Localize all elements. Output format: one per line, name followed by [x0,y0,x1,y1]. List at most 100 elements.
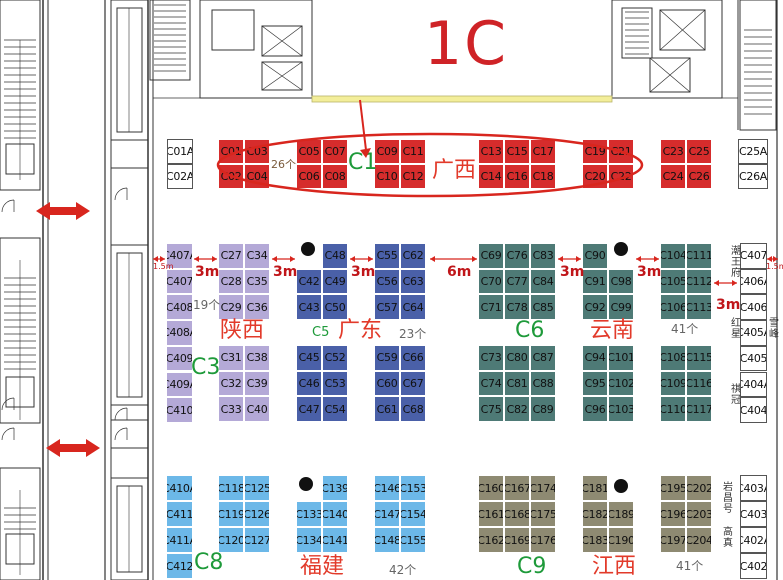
booth[interactable]: C55 [374,243,400,269]
booth[interactable]: C15 [504,139,530,164]
booth[interactable]: C411 [166,501,193,527]
booth[interactable]: C195 [660,475,686,501]
booth[interactable]: C32 [218,370,244,397]
booth[interactable]: C07 [322,139,348,164]
booth[interactable]: C127 [244,527,270,553]
booth[interactable]: C29 [218,294,244,321]
booth[interactable]: C116 [686,370,712,397]
booth[interactable]: C117 [686,396,712,423]
booth[interactable]: C203 [686,501,712,527]
booth[interactable]: C99 [608,294,634,321]
booth[interactable]: C25A [738,139,768,164]
booth[interactable]: C35 [244,268,270,295]
booth[interactable]: C406A [740,268,767,295]
booth[interactable]: C153 [400,475,426,501]
booth[interactable]: C119 [218,501,244,527]
booth[interactable]: C125 [244,475,270,501]
booth[interactable]: C120 [218,527,244,553]
booth[interactable]: C06 [296,164,322,189]
booth[interactable]: C73 [478,345,504,371]
booth[interactable]: C126 [244,501,270,527]
booth[interactable]: C402 [740,553,767,579]
booth[interactable]: C96 [582,396,608,423]
booth[interactable]: C13 [478,139,504,164]
booth[interactable]: C91 [582,268,608,295]
booth[interactable]: C43 [296,294,322,321]
booth[interactable]: C407 [166,268,193,295]
booth[interactable]: C16 [504,164,530,189]
booth[interactable]: C140 [322,501,348,527]
booth[interactable]: C82 [504,396,530,423]
booth[interactable]: C80 [504,345,530,371]
booth[interactable]: C409A [166,371,193,398]
booth[interactable]: C03 [244,139,270,164]
booth[interactable]: C176 [530,527,556,553]
booth[interactable]: C75 [478,396,504,423]
booth[interactable]: C34 [244,243,270,269]
booth[interactable]: C42 [296,268,322,295]
booth[interactable]: C63 [400,268,426,295]
booth[interactable]: C20 [582,164,608,189]
booth[interactable]: C115 [686,345,712,371]
booth[interactable]: C404A [740,371,767,398]
booth[interactable]: C28 [218,268,244,295]
booth[interactable]: C403A [740,475,767,501]
booth[interactable]: C62 [400,243,426,269]
booth[interactable]: C77 [504,268,530,295]
booth[interactable]: C160 [478,475,504,501]
booth[interactable]: C95 [582,370,608,397]
booth[interactable]: C90 [582,243,608,269]
booth[interactable]: C70 [478,268,504,295]
booth[interactable]: C02 [218,164,244,189]
booth[interactable]: C183 [582,527,608,553]
booth[interactable]: C76 [504,243,530,269]
booth[interactable]: C174 [530,475,556,501]
booth[interactable]: C109 [660,370,686,397]
booth[interactable]: C405 [740,345,767,372]
booth[interactable]: C48 [322,243,348,269]
booth[interactable]: C81 [504,370,530,397]
booth[interactable]: C50 [322,294,348,321]
booth[interactable]: C139 [322,475,348,501]
booth[interactable]: C26A [738,164,768,189]
booth[interactable]: C57 [374,294,400,321]
booth[interactable]: C66 [400,345,426,371]
booth[interactable]: C98 [608,268,634,295]
booth[interactable]: C167 [504,475,530,501]
booth[interactable]: C189 [608,501,634,527]
booth[interactable]: C12 [400,164,426,189]
booth[interactable]: C17 [530,139,556,164]
booth[interactable]: C36 [244,294,270,321]
booth[interactable]: C18 [530,164,556,189]
booth[interactable]: C404 [740,397,767,423]
booth[interactable]: C11 [400,139,426,164]
booth[interactable]: C71 [478,294,504,321]
booth[interactable]: C204 [686,527,712,553]
booth[interactable]: C197 [660,527,686,553]
booth[interactable]: C54 [322,396,348,423]
booth[interactable]: C23 [660,139,686,164]
booth[interactable]: C08 [322,164,348,189]
booth[interactable]: C14 [478,164,504,189]
booth[interactable]: C68 [400,396,426,423]
booth[interactable]: C64 [400,294,426,321]
booth[interactable]: C24 [660,164,686,189]
booth[interactable]: C88 [530,370,556,397]
booth[interactable]: C407 [740,243,767,269]
booth[interactable]: C01 [218,139,244,164]
booth[interactable]: C148 [374,527,400,553]
booth[interactable]: C407A [166,243,193,269]
booth[interactable]: C106 [660,294,686,321]
booth[interactable]: C87 [530,345,556,371]
booth[interactable]: C94 [582,345,608,371]
booth[interactable]: C69 [478,243,504,269]
booth[interactable]: C31 [218,345,244,371]
booth[interactable]: C155 [400,527,426,553]
booth[interactable]: C161 [478,501,504,527]
booth[interactable]: C408A [166,320,193,346]
booth[interactable]: C410A [166,475,193,501]
booth[interactable]: C52 [322,345,348,371]
booth[interactable]: C154 [400,501,426,527]
booth[interactable]: C67 [400,370,426,397]
booth[interactable]: C102 [608,370,634,397]
